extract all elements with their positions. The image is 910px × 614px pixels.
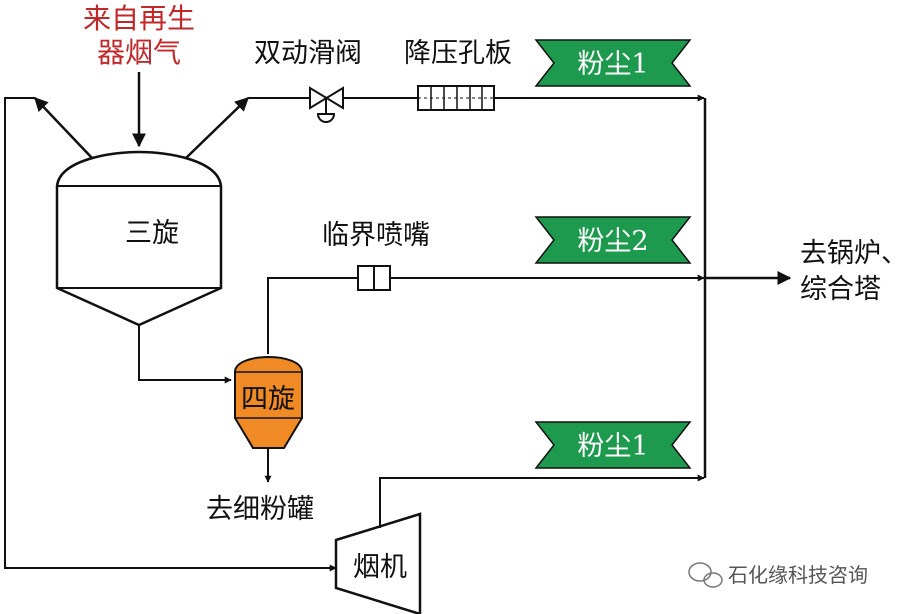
fourth-cyclone-outlet-pipe <box>267 277 358 354</box>
dust-flag-top <box>534 39 692 87</box>
critical-nozzle-symbol <box>357 265 391 291</box>
fourth-cyclone-vessel <box>234 356 303 449</box>
dust-flag-bottom-label: 粉尘1 <box>577 431 648 462</box>
cone-to-fourth-cyclone <box>138 325 232 384</box>
boiler-label-line1: 去锅炉、 <box>800 238 908 269</box>
source-label-line1: 来自再生 <box>83 2 195 35</box>
third-cyclone-label: 三旋 <box>125 218 179 249</box>
dust-flag-middle <box>534 216 692 264</box>
expander-outlet-pipe <box>379 474 705 528</box>
orifice-plate-symbol <box>417 85 495 111</box>
slide-valve-label: 双动滑阀 <box>254 38 362 69</box>
watermark-text: 石化缘科技咨询 <box>728 563 868 587</box>
orifice-plate-label: 降压孔板 <box>404 38 512 69</box>
outlet-left-arrow <box>34 96 93 159</box>
dust-flag-top-label: 粉尘1 <box>577 49 648 80</box>
wechat-icon <box>688 562 723 588</box>
source-label-line2: 器烟气 <box>97 36 181 69</box>
dust-flag-bottom <box>534 421 692 469</box>
left-bypass-loop <box>4 97 337 572</box>
slide-valve-symbol <box>309 86 344 123</box>
boiler-label-line2: 综合塔 <box>800 274 881 305</box>
expander-body <box>334 512 422 614</box>
fourth-cyclone-label: 四旋 <box>241 384 295 415</box>
critical-nozzle-label: 临界喷嘴 <box>322 220 430 251</box>
fine-powder-label: 去细粉罐 <box>206 494 314 525</box>
dust-flag-middle-label: 粉尘2 <box>577 226 648 257</box>
expander-label: 烟机 <box>353 552 407 583</box>
outlet-right-arrow <box>185 97 250 159</box>
